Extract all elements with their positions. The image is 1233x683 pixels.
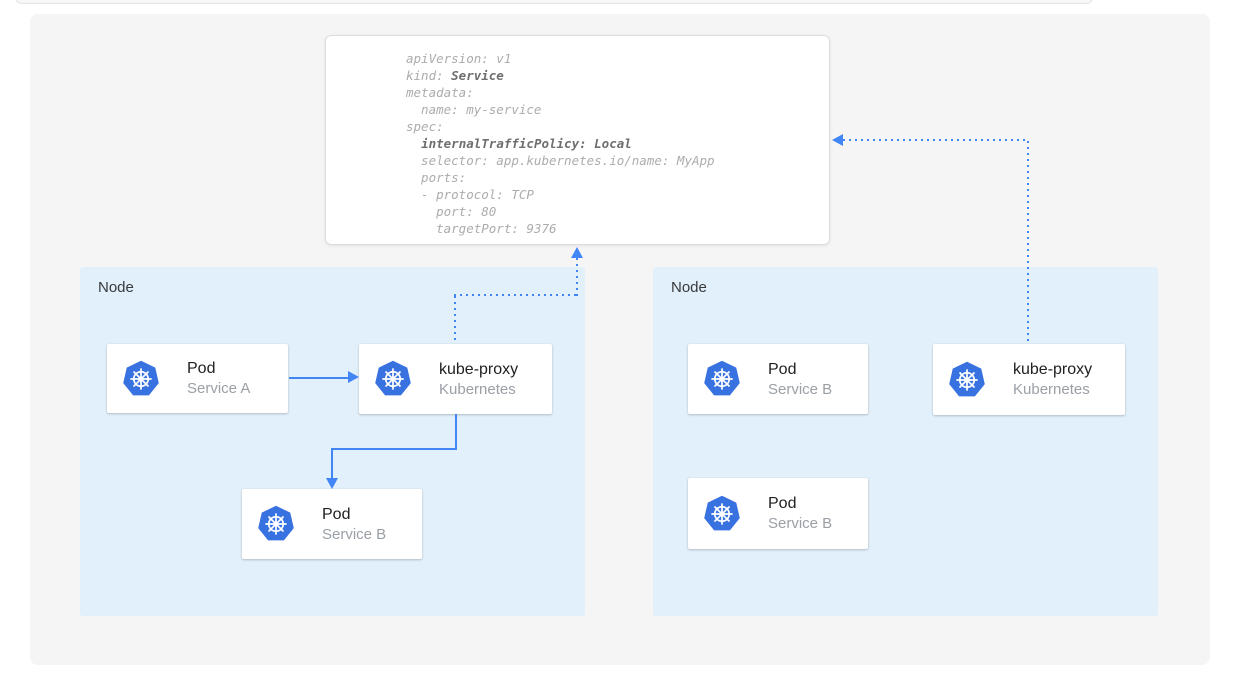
- arrowhead-left-icon: [832, 134, 843, 146]
- dotted-arrow-node2-kube-proxy-to-yaml: [843, 139, 1029, 141]
- top-edge-strip: [15, 0, 1093, 4]
- arrowhead-down-icon: [326, 478, 338, 489]
- yaml-line: - protocol: TCP: [406, 187, 534, 202]
- dotted-arrow-node1-kube-proxy-to-yaml: [454, 294, 579, 296]
- node-box-right: Node: [653, 267, 1158, 616]
- arrow-pod-a-to-kube-proxy: [289, 377, 350, 379]
- card-node1-pod-service-a: Pod Service A: [107, 344, 288, 413]
- node-box-left: Node: [80, 267, 585, 616]
- yaml-line: kind: Service: [406, 68, 504, 83]
- kubernetes-icon: [704, 495, 740, 530]
- arrowhead-right-icon: [348, 371, 359, 383]
- card-node2-pod-service-b-bottom: Pod Service B: [688, 478, 868, 549]
- card-subtitle: Service B: [322, 525, 387, 543]
- card-subtitle: Service A: [187, 380, 251, 397]
- yaml-line: spec:: [406, 119, 444, 134]
- card-title: Pod: [187, 360, 216, 377]
- card-title: Pod: [768, 495, 797, 512]
- yaml-line: port: 80: [406, 204, 497, 219]
- diagram-background-panel: apiVersion: v1 kind: Service metadata: n…: [30, 14, 1210, 665]
- kubernetes-icon: [375, 360, 411, 396]
- card-title: Pod: [322, 505, 351, 523]
- arrow-kube-proxy-to-pod-b: [455, 414, 457, 450]
- card-node2-pod-service-b-top: Pod Service B: [688, 344, 868, 414]
- dotted-arrow-node1-kube-proxy-to-yaml: [454, 296, 456, 344]
- dotted-arrow-node2-kube-proxy-to-yaml: [1027, 141, 1029, 344]
- card-subtitle: Service B: [768, 515, 833, 532]
- node-label: Node: [98, 279, 134, 296]
- card-subtitle: Kubernetes: [1013, 381, 1090, 398]
- card-title: kube-proxy: [439, 360, 519, 378]
- dotted-arrow-node1-kube-proxy-to-yaml: [576, 258, 578, 296]
- kubernetes-icon: [949, 361, 985, 396]
- card-node2-kube-proxy: kube-proxy Kubernetes: [933, 344, 1125, 415]
- card-subtitle: Kubernetes: [439, 380, 516, 398]
- arrowhead-up-icon: [571, 247, 583, 258]
- service-yaml-card: apiVersion: v1 kind: Service metadata: n…: [325, 35, 830, 245]
- card-subtitle: Service B: [768, 380, 833, 398]
- arrow-kube-proxy-to-pod-b: [331, 448, 333, 479]
- yaml-line: selector: app.kubernetes.io/name: MyApp: [406, 153, 715, 168]
- yaml-line: targetPort: 9376: [406, 221, 557, 236]
- node-label: Node: [671, 279, 707, 296]
- yaml-line: metadata:: [406, 85, 474, 100]
- card-title: kube-proxy: [1013, 361, 1093, 378]
- card-title: Pod: [768, 360, 797, 378]
- yaml-line: name: my-service: [406, 102, 542, 117]
- yaml-line-internal-traffic-policy: internalTrafficPolicy: Local: [421, 136, 632, 151]
- yaml-line: ports:: [406, 170, 467, 185]
- arrow-kube-proxy-to-pod-b: [331, 448, 457, 450]
- card-node1-kube-proxy: kube-proxy Kubernetes: [359, 344, 552, 414]
- kubernetes-icon: [704, 360, 740, 396]
- kubernetes-icon: [123, 360, 159, 395]
- card-node1-pod-service-b: Pod Service B: [242, 489, 422, 559]
- kubernetes-icon: [258, 505, 294, 541]
- yaml-line: apiVersion: v1: [406, 51, 512, 66]
